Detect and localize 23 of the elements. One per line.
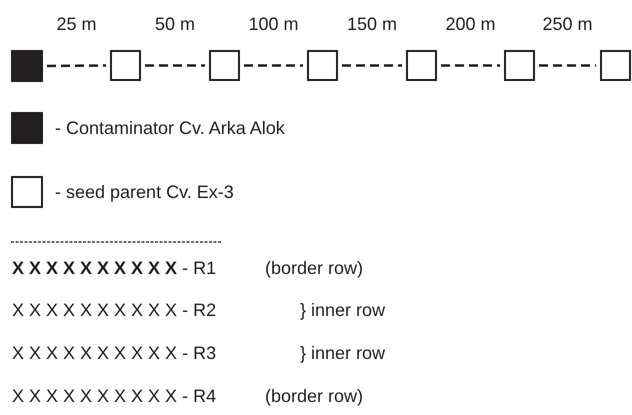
plot-square [307,50,338,81]
plot-square [504,50,535,81]
dashed-line [145,64,205,67]
row-note: (border row) [265,385,364,407]
legend-text: - Contaminator Cv. Arka Alok [55,117,285,139]
plot-square [600,50,631,81]
dashed-line [342,64,402,67]
row-label: X X X X X X X X X X - R1 [12,257,216,279]
dashed-line [539,64,596,67]
row-note: } inner row [300,299,386,321]
dashed-line [441,64,500,67]
row-note: (border row) [265,257,364,279]
dashed-line [47,64,106,68]
plot-square [11,50,43,82]
plot-square [110,50,141,81]
plot-square [406,50,437,81]
row-note: } inner row [300,342,386,364]
row-label: X X X X X X X X X X - R2 [12,299,216,321]
row-label: X X X X X X X X X X - R3 [12,342,216,364]
legend-text: - seed parent Cv. Ex-3 [55,181,234,203]
plot-square [209,50,240,81]
row-label: X X X X X X X X X X - R4 [12,385,216,407]
dashed-line [244,64,303,67]
